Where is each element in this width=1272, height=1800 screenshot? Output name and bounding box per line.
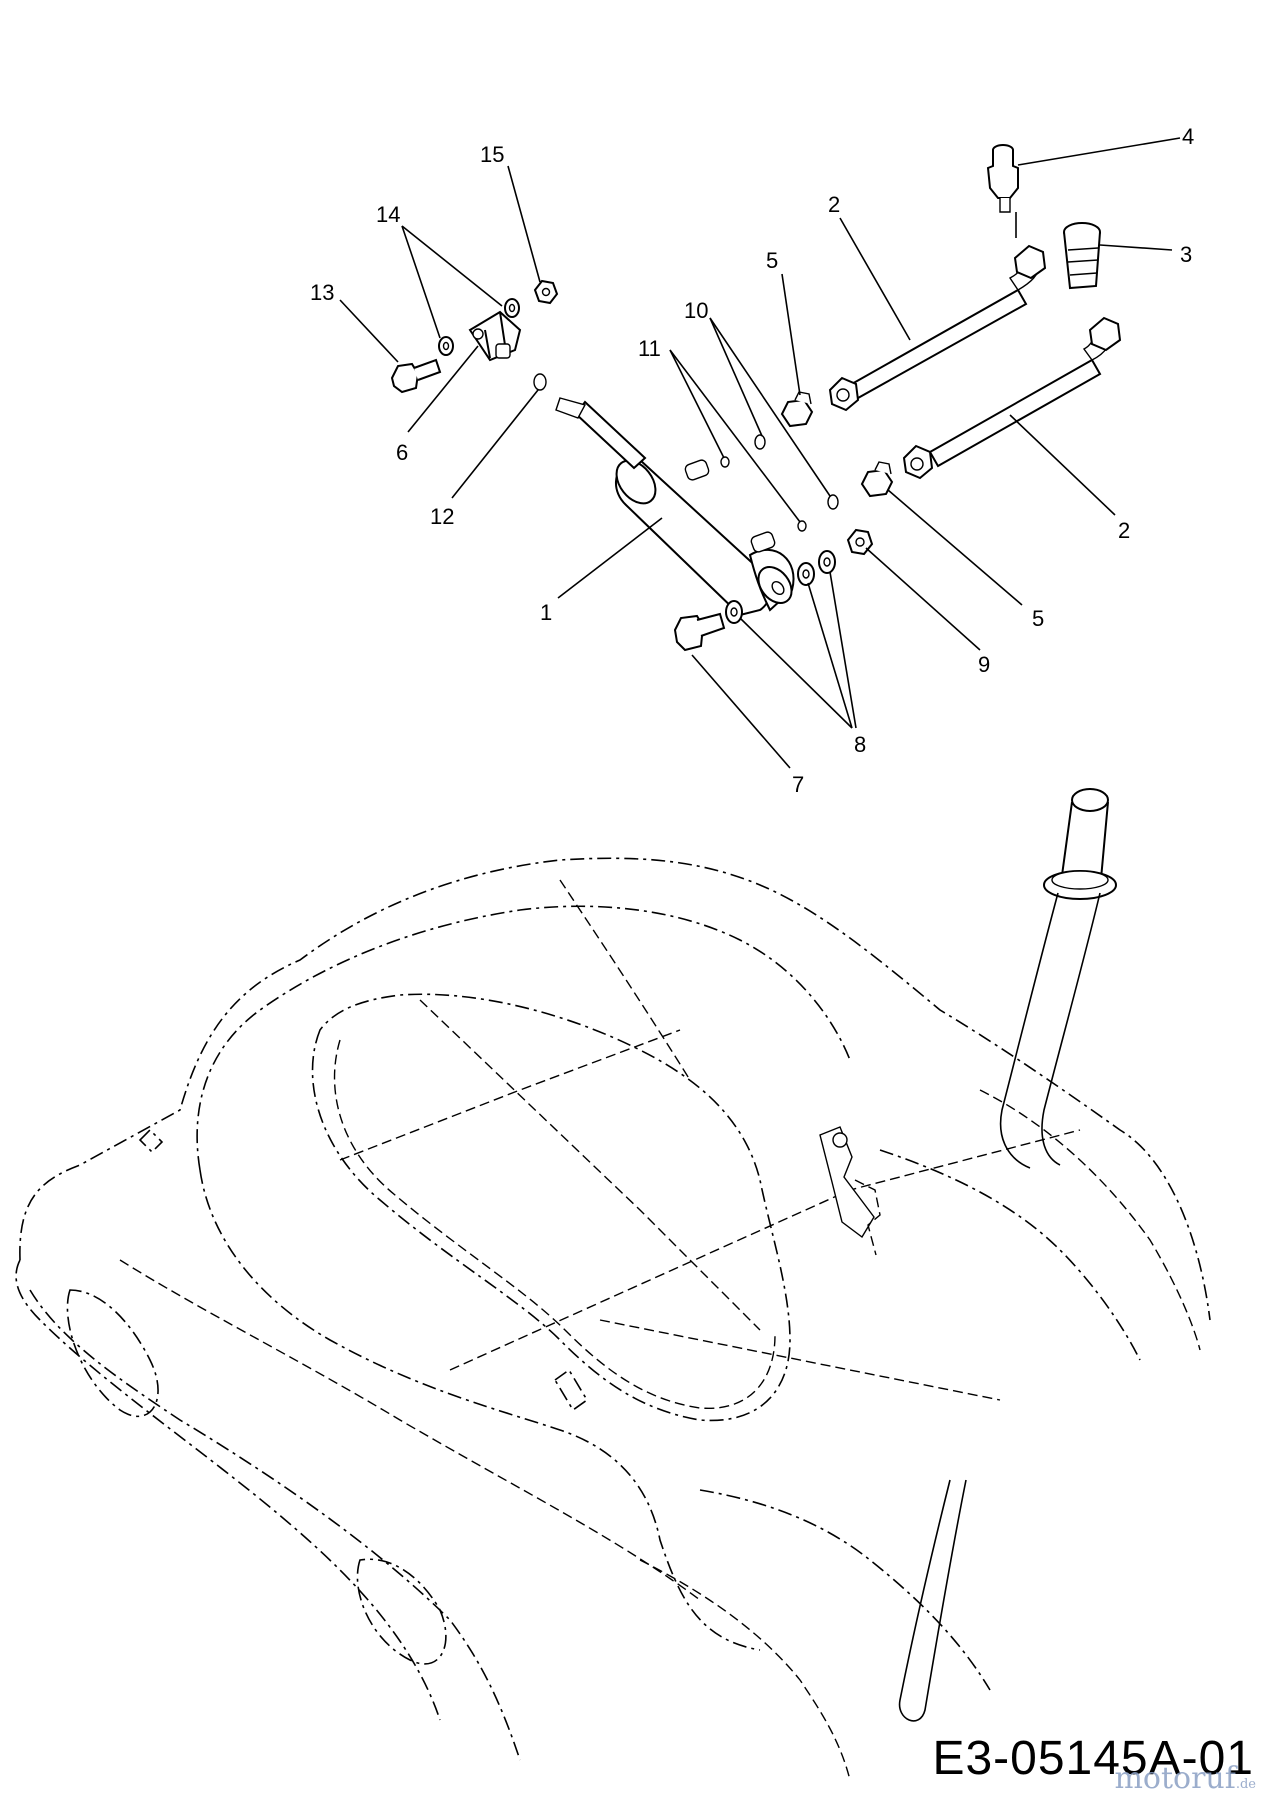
callout-13: 13 — [310, 280, 334, 305]
lift-handle-tube — [898, 788, 1117, 1722]
hydraulic-hose-upper — [828, 244, 1047, 412]
motoruf-watermark: motoruf.de — [1114, 1761, 1256, 1796]
adapter-fitting-lower — [860, 461, 894, 498]
washers-lower — [725, 550, 836, 624]
quick-coupler-female — [1063, 222, 1101, 290]
washers-upper — [438, 298, 520, 356]
callout-5-lower: 5 — [1032, 606, 1044, 631]
retaining-ring — [533, 373, 547, 391]
callout-2-upper: 2 — [828, 192, 840, 217]
callout-1: 1 — [540, 600, 552, 625]
callout-8: 8 — [854, 732, 866, 757]
callout-4: 4 — [1182, 124, 1194, 149]
hydraulic-hose-lower — [902, 316, 1122, 480]
bolt-lower — [673, 612, 726, 652]
callout-14: 14 — [376, 202, 400, 227]
clevis — [468, 310, 522, 362]
callout-5-upper: 5 — [766, 248, 778, 273]
nut-upper — [533, 279, 559, 305]
deck-lift-bracket — [819, 1126, 881, 1256]
callout-12: 12 — [430, 504, 454, 529]
callout-3: 3 — [1180, 242, 1192, 267]
quick-coupler-male — [986, 144, 1019, 213]
drawing-code-label: E3-05145A-01 — [932, 1732, 1254, 1785]
leader-lines — [339, 137, 1181, 769]
callout-11: 11 — [638, 336, 661, 361]
adapter-fitting-upper — [780, 391, 814, 428]
watermark-suffix: .de — [1235, 1777, 1256, 1792]
mower-deck-housing — [15, 857, 1211, 1781]
callout-labels: 1 2 2 3 4 5 5 6 7 8 9 10 11 12 13 14 15 — [310, 124, 1194, 797]
callout-15: 15 — [480, 142, 504, 167]
callout-2-lower: 2 — [1118, 518, 1130, 543]
callout-10: 10 — [684, 298, 708, 323]
hydraulic-cylinder — [555, 397, 795, 617]
bolt-upper — [390, 358, 442, 394]
callout-6: 6 — [396, 440, 408, 465]
watermark-name: motoruf — [1114, 1761, 1236, 1796]
callout-9: 9 — [978, 652, 990, 677]
callout-7: 7 — [792, 772, 804, 797]
o-rings — [720, 434, 839, 532]
